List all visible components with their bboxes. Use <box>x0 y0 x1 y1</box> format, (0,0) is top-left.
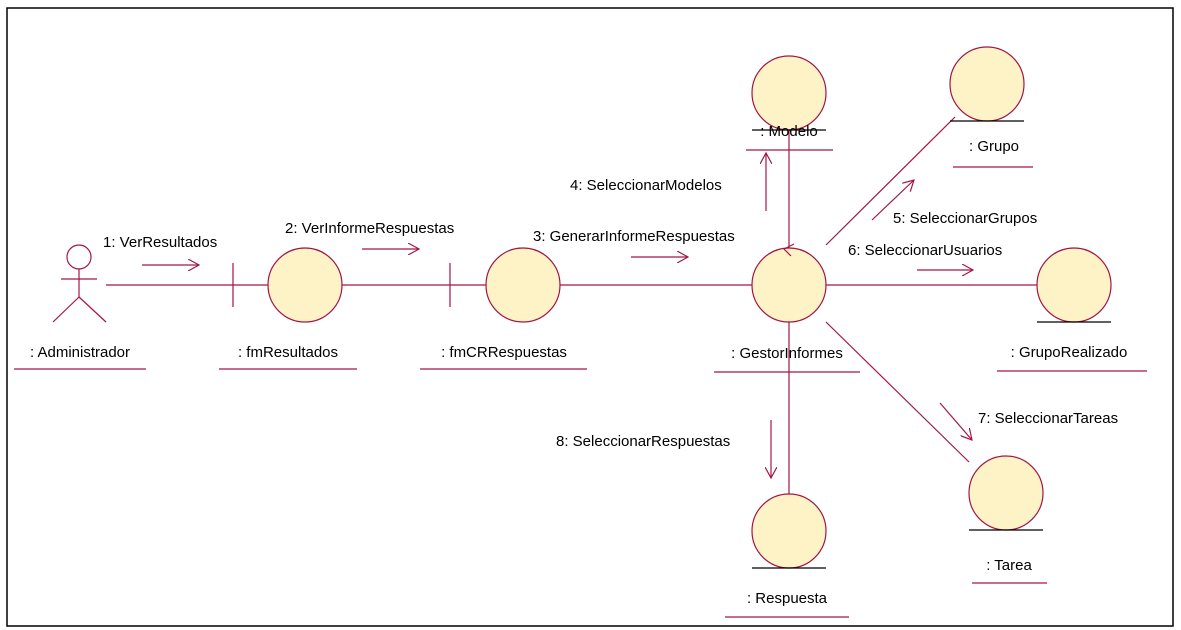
message-arrows <box>142 153 973 478</box>
message-arrow-7 <box>939 402 972 440</box>
label-modelo: : Modelo <box>760 123 818 140</box>
link-gestor-grupo <box>825 116 956 246</box>
entity-grupo[interactable] <box>949 46 1025 122</box>
message-label-3: 3: GenerarInformeRespuestas <box>533 228 735 245</box>
message-label-4: 4: SeleccionarModelos <box>570 177 722 194</box>
message-label-1: 1: VerResultados <box>103 234 217 251</box>
control-arrow-icon <box>782 243 795 257</box>
message-label-6: 6: SeleccionarUsuarios <box>848 242 1002 259</box>
control-gestorinformes[interactable] <box>751 243 827 323</box>
message-arrow-5 <box>871 180 914 221</box>
actor-right-leg <box>78 296 107 323</box>
actor-administrador[interactable] <box>52 244 107 323</box>
link-gestor-tarea <box>825 321 970 463</box>
message-label-5: 5: SeleccionarGrupos <box>893 210 1037 227</box>
control-circle-icon <box>751 247 827 323</box>
object-labels: : Administrador : fmResultados : fmCRRes… <box>14 123 1147 618</box>
label-fmcrrespuestas: : fmCRRespuestas <box>441 344 567 361</box>
label-grupo: : Grupo <box>969 138 1019 155</box>
entity-circle-icon <box>751 55 827 131</box>
label-gestorinformes: : GestorInformes <box>731 345 843 362</box>
message-label-7: 7: SeleccionarTareas <box>978 410 1118 427</box>
entity-circle-icon <box>949 46 1025 122</box>
message-label-2: 2: VerInformeRespuestas <box>285 220 454 237</box>
boundary-circle-icon <box>485 247 561 323</box>
entity-tarea[interactable] <box>968 455 1044 531</box>
boundary-fmresultados[interactable] <box>232 247 343 323</box>
message-labels: 1: VerResultados 2: VerInformeRespuestas… <box>103 177 1118 450</box>
label-tarea: : Tarea <box>986 557 1032 574</box>
entity-gruporealizado[interactable] <box>1036 247 1112 323</box>
message-label-8: 8: SeleccionarRespuestas <box>556 433 730 450</box>
entity-modelo[interactable] <box>751 55 827 131</box>
entity-respuesta[interactable] <box>751 493 827 569</box>
actor-left-leg <box>52 296 80 323</box>
entity-circle-icon <box>1036 247 1112 323</box>
actor-head-icon <box>66 244 92 270</box>
entity-circle-icon <box>751 493 827 569</box>
label-fmresultados: : fmResultados <box>238 344 338 361</box>
entity-circle-icon <box>968 455 1044 531</box>
boundary-fmcrrespuestas[interactable] <box>449 247 561 323</box>
label-gruporealizado: : GrupoRealizado <box>1011 344 1128 361</box>
label-respuesta: : Respuesta <box>747 590 828 607</box>
diagram-frame <box>6 7 1174 627</box>
boundary-circle-icon <box>267 247 343 323</box>
label-administrador: : Administrador <box>30 344 130 361</box>
